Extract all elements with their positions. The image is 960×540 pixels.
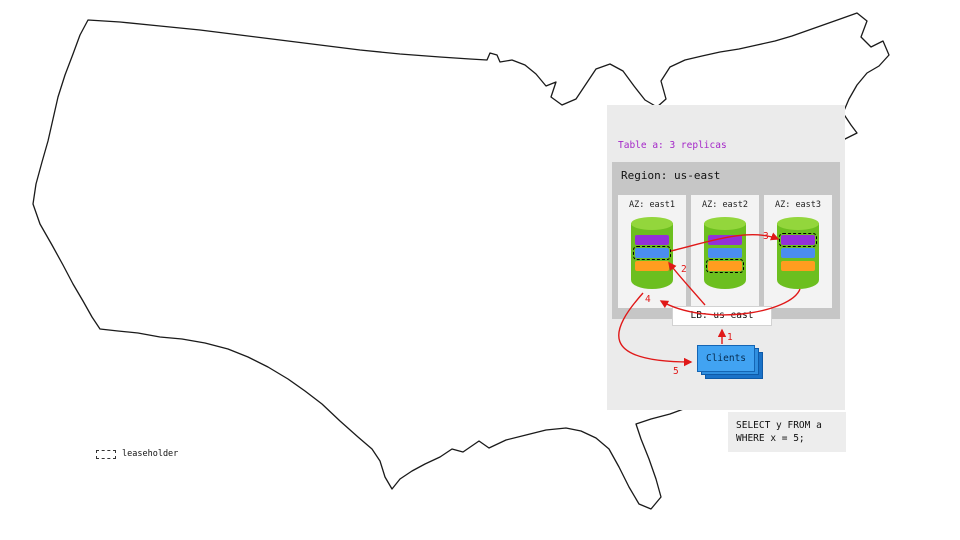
- leaseholder-key-label: leaseholder: [122, 449, 179, 459]
- cylinder-top: [777, 217, 819, 230]
- load-balancer-box: LB: us-east: [672, 306, 772, 326]
- region-title: Region: us-east: [621, 169, 721, 182]
- cylinder-top: [704, 217, 746, 230]
- replica-index-a: [781, 248, 815, 258]
- sql-line-2: WHERE x = 5;: [736, 433, 805, 444]
- replica-table-b-leaseholder: [706, 259, 744, 273]
- sql-query-box: SELECT y FROM a WHERE x = 5;: [728, 412, 846, 452]
- cylinder-top: [631, 217, 673, 230]
- az-label-east2: AZ: east2: [701, 200, 749, 210]
- database-cylinder-east2: [704, 217, 746, 289]
- clients-box: Clients: [697, 345, 755, 372]
- az-box-east3: AZ: east3: [764, 195, 832, 308]
- replica-index-a: [708, 248, 742, 258]
- replica-table-a: [708, 235, 742, 245]
- leaseholder-key: leaseholder: [96, 449, 178, 459]
- az-label-east1: AZ: east1: [628, 200, 676, 210]
- sql-line-1: SELECT y FROM a: [736, 420, 822, 431]
- az-box-east2: AZ: east2: [691, 195, 759, 308]
- database-cylinder-east1: [631, 217, 673, 289]
- replica-index-a-leaseholder: [633, 246, 671, 260]
- az-label-east3: AZ: east3: [774, 200, 822, 210]
- region-box: Region: us-east AZ: east1 AZ: east2: [612, 162, 840, 319]
- az-box-east1: AZ: east1: [618, 195, 686, 308]
- replica-table-b: [781, 261, 815, 271]
- replica-table-a-leaseholder: [779, 233, 817, 247]
- database-cylinder-east3: [777, 217, 819, 289]
- replica-table-b: [635, 261, 669, 271]
- clients-stack: Clients: [697, 345, 763, 379]
- leaseholder-swatch-icon: [96, 449, 116, 459]
- legend-table-a: Table a: 3 replicas: [618, 140, 727, 151]
- replica-table-a: [635, 235, 669, 245]
